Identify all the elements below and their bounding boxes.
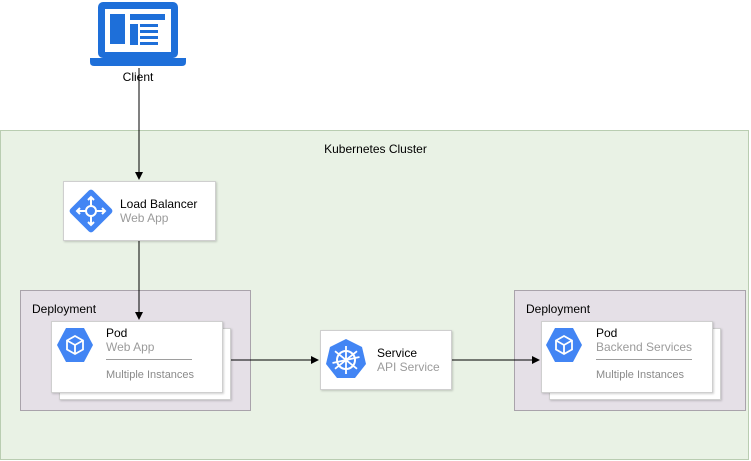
pod-right-title: Pod [596, 326, 618, 340]
deployment-left-title: Deployment [32, 302, 97, 316]
service-subtitle: API Service [377, 360, 440, 374]
load-balancer-subtitle: Web App [120, 211, 169, 225]
pod-right-subtitle: Backend Services [596, 340, 693, 354]
laptop-icon [90, 2, 186, 66]
pod-left-icon [57, 328, 93, 362]
kubernetes-wheel-icon [326, 339, 366, 378]
deployment-right-title: Deployment [526, 302, 591, 316]
load-balancer-icon [69, 189, 113, 233]
service-title: Service [377, 346, 418, 360]
pod-right-footer: Multiple Instances [596, 369, 685, 381]
cluster-title: Kubernetes Cluster [324, 142, 427, 156]
client-label: Client [122, 70, 154, 84]
pod-right-divider [596, 359, 692, 360]
pod-left-footer: Multiple Instances [106, 369, 195, 381]
client-node: Client [88, 0, 188, 90]
pod-left-title: Pod [106, 326, 128, 340]
pod-left-subtitle: Web App [106, 340, 155, 354]
pod-right-icon [546, 328, 582, 362]
load-balancer-title: Load Balancer [120, 197, 198, 211]
pod-left-divider [106, 359, 192, 360]
